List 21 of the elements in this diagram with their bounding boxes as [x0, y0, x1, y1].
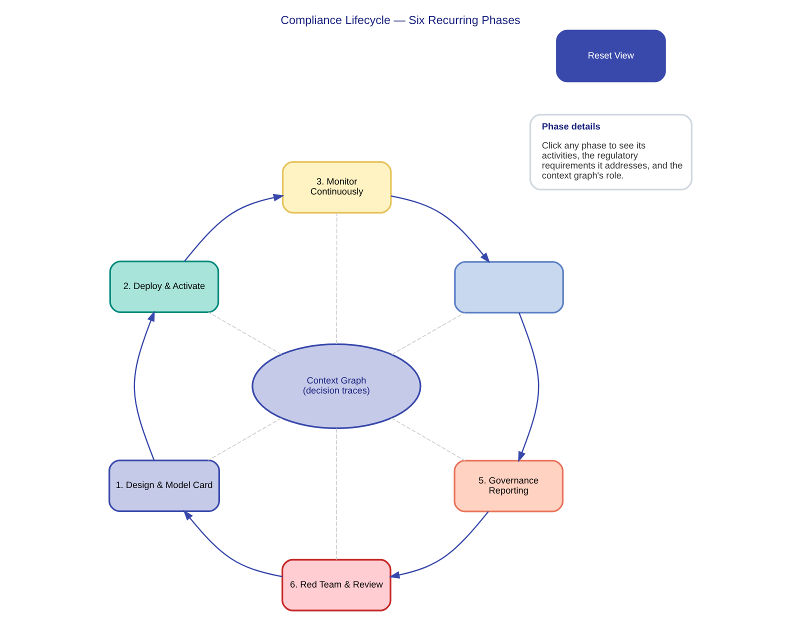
arrow — [388, 511, 488, 579]
connector — [208, 312, 282, 355]
arrow — [182, 510, 282, 578]
node-box: 2. Deploy & Activate — [108, 260, 219, 313]
node-box — [454, 261, 564, 314]
connector — [390, 418, 465, 462]
node-box: 1. Design & Model Card — [108, 460, 220, 512]
arrow — [390, 195, 490, 264]
arrow — [518, 312, 539, 462]
node-ellipse: Context Graph (decision traces) — [251, 343, 421, 430]
node-box: 6. Red Team & Review — [281, 558, 391, 612]
node-box: Phase details Click any phase to see its activities, the regulatory requirements it addresses, and the context graph's role. — [528, 114, 692, 190]
connector — [208, 418, 282, 461]
connector — [390, 312, 464, 355]
node-box: 3. Monitor Continuously — [281, 161, 392, 214]
node-box: 5. Governance Reporting — [453, 460, 564, 512]
arrow — [133, 310, 154, 460]
connector — [336, 212, 337, 344]
diagram-title: Compliance Lifecycle — Six Recurring Phases — [280, 14, 520, 28]
arrow — [184, 194, 284, 262]
node-box: Reset View — [556, 30, 666, 82]
